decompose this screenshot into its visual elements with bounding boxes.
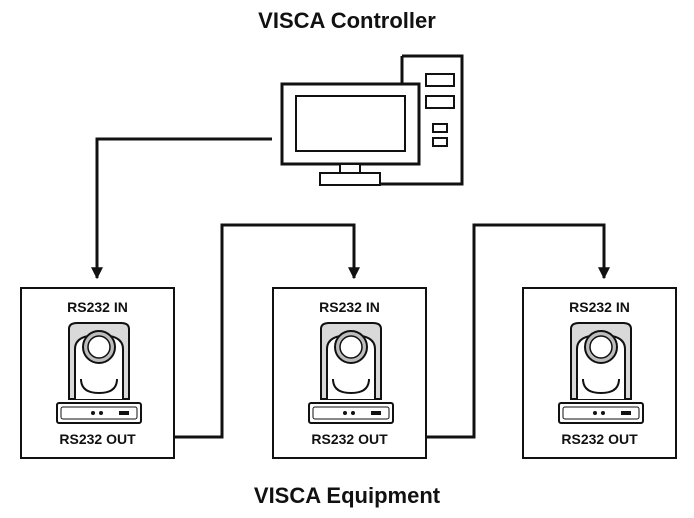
camera-box-3: RS232 IN RS232 OUT: [522, 287, 677, 459]
rs232-in-label: RS232 IN: [67, 299, 128, 315]
ptz-camera-icon: [56, 322, 142, 424]
equipment-title: VISCA Equipment: [253, 483, 441, 508]
ptz-camera-icon: [308, 322, 394, 424]
rs232-in-label: RS232 IN: [319, 299, 380, 315]
rs232-out-label: RS232 OUT: [561, 431, 638, 447]
controller-title: VISCA Controller: [258, 8, 436, 33]
camera-box-1: RS232 IN RS232 OUT: [20, 287, 175, 459]
rs232-out-label: RS232 OUT: [311, 431, 388, 447]
ptz-camera-icon: [558, 322, 644, 424]
camera-box-2: RS232 IN RS232 OUT: [272, 287, 427, 459]
link-cam1-to-cam2: [151, 223, 360, 439]
rs232-out-label: RS232 OUT: [59, 431, 136, 447]
link-controller-to-cam1: [91, 137, 272, 280]
link-cam2-to-cam3: [402, 223, 610, 439]
rs232-in-label: RS232 IN: [569, 299, 630, 315]
